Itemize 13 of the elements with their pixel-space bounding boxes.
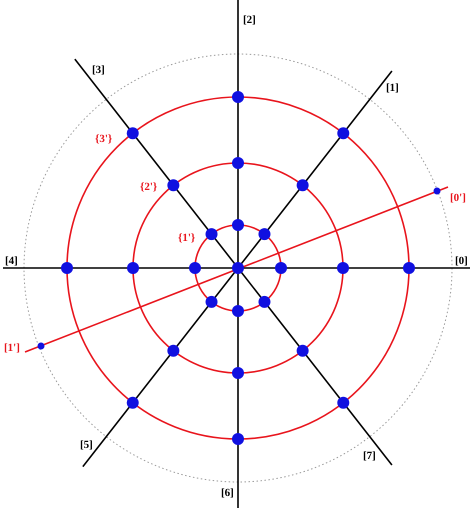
ring-label: [1'] [4, 342, 20, 354]
axis-label: [3] [92, 64, 105, 76]
ring-label: {2'} [140, 181, 158, 193]
axis-label: [0] [455, 255, 468, 267]
axis-label: [6] [221, 487, 234, 499]
ring-label: {1'} [178, 232, 196, 244]
axis-label: [4] [5, 255, 18, 267]
axis-label: [7] [363, 450, 376, 462]
ring-label: [0'] [450, 192, 466, 204]
axis-label: [1] [386, 82, 399, 94]
axis-label: [2] [243, 14, 256, 26]
ring-label: {3'} [95, 133, 112, 145]
axis-label: [5] [80, 439, 93, 451]
